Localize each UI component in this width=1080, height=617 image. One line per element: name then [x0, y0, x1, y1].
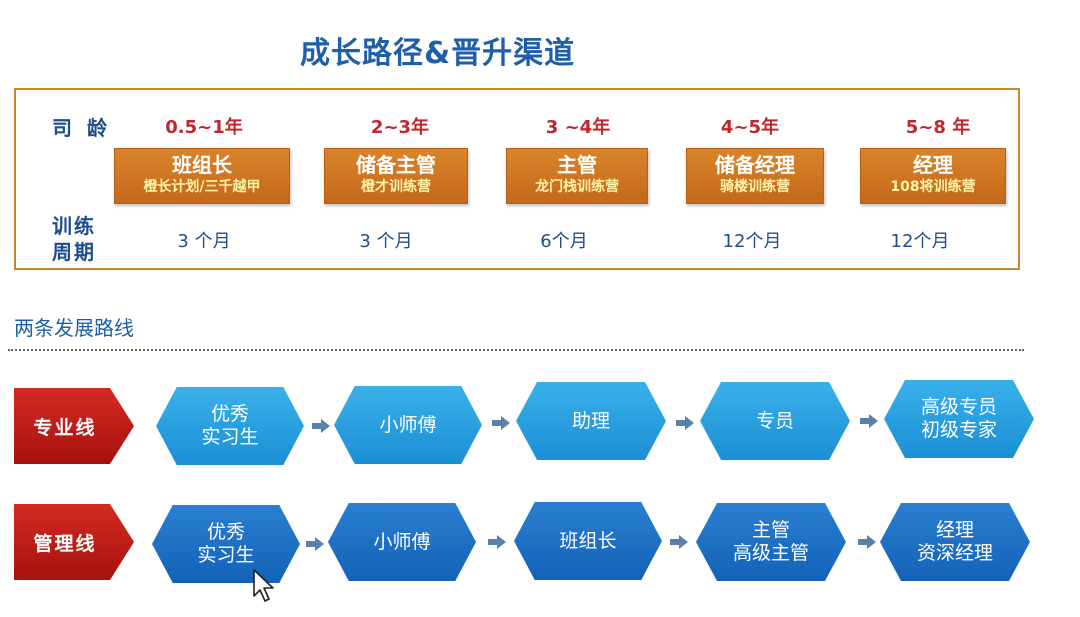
management-step-1-line1: 优秀 — [206, 521, 245, 543]
tenure-row-label: 司 龄 — [52, 116, 111, 140]
stage-3-role: 主管 — [557, 153, 597, 177]
management-line-label: 管理线 — [14, 504, 134, 580]
management-step-1-line2: 实习生 — [197, 544, 255, 566]
stage-4-period: 12个月 — [722, 231, 782, 252]
stage-4-role-box: 储备经理 骑楼训练营 — [686, 148, 824, 204]
section-divider — [8, 349, 1024, 351]
professional-step-2-line1: 小师傅 — [379, 413, 437, 436]
stage-3-period: 6个月 — [540, 231, 588, 252]
management-step-2: 小师傅 — [328, 503, 476, 581]
stage-2-role: 储备主管 — [356, 153, 436, 177]
arrow-right-icon — [676, 416, 694, 430]
stage-4-role: 储备经理 — [715, 153, 795, 177]
career-stage-panel — [14, 88, 1020, 270]
management-step-1: 优秀 实习生 — [152, 505, 300, 583]
stage-1-period: 3 个月 — [177, 231, 231, 252]
training-row-label-line1: 训练 — [52, 214, 96, 238]
management-step-3-line1: 班组长 — [559, 529, 617, 552]
arrow-right-icon — [492, 416, 510, 430]
arrow-right-icon — [670, 535, 688, 549]
training-row-label-line2: 周期 — [52, 240, 96, 264]
management-step-3: 班组长 — [514, 502, 662, 580]
stage-5-period: 12个月 — [890, 231, 950, 252]
professional-step-5: 高级专员 初级专家 — [884, 380, 1034, 458]
stage-3-tenure: 3 ~4年 — [545, 117, 611, 138]
arrow-right-icon — [860, 414, 878, 428]
stage-3-role-box: 主管 龙门栈训练营 — [506, 148, 648, 204]
management-step-2-line1: 小师傅 — [373, 530, 431, 553]
stage-2-program: 橙才训练营 — [361, 179, 431, 195]
management-step-4: 主管 高级主管 — [696, 503, 846, 581]
stage-5-tenure: 5~8 年 — [905, 117, 971, 138]
stage-1-tenure: 0.5~1年 — [165, 117, 243, 138]
professional-line-label: 专业线 — [14, 388, 134, 464]
arrow-right-icon — [312, 419, 330, 433]
arrow-right-icon — [306, 537, 324, 551]
stage-3-program: 龙门栈训练营 — [535, 179, 619, 195]
paths-section-title: 两条发展路线 — [14, 316, 134, 340]
management-step-4-line2: 高级主管 — [732, 542, 809, 564]
professional-step-5-line2: 初级专家 — [920, 419, 997, 441]
stage-2-tenure: 2~3年 — [370, 117, 430, 138]
arrow-right-icon — [858, 535, 876, 549]
professional-step-1-line1: 优秀 — [210, 403, 249, 425]
management-step-4-line1: 主管 — [751, 519, 790, 541]
professional-step-4-line1: 专员 — [755, 409, 794, 432]
mouse-cursor-icon — [253, 569, 274, 602]
stage-2-role-box: 储备主管 橙才训练营 — [324, 148, 468, 204]
stage-5-role: 经理 — [913, 153, 953, 177]
professional-step-3-line1: 助理 — [571, 409, 610, 432]
professional-step-1-line2: 实习生 — [201, 426, 259, 448]
professional-step-4: 专员 — [700, 382, 850, 460]
stage-1-role: 班组长 — [172, 153, 232, 177]
management-step-5-line1: 经理 — [935, 519, 974, 541]
stage-5-role-box: 经理 108将训练营 — [860, 148, 1006, 204]
professional-step-1: 优秀 实习生 — [156, 387, 304, 465]
page-title: 成长路径&晋升渠道 — [300, 36, 576, 71]
management-step-5-line2: 资深经理 — [916, 542, 993, 564]
professional-step-5-line1: 高级专员 — [920, 396, 997, 418]
management-step-5: 经理 资深经理 — [880, 503, 1030, 581]
stage-4-program: 骑楼训练营 — [720, 179, 790, 195]
stage-1-role-box: 班组长 橙长计划/三千越甲 — [114, 148, 290, 204]
stage-4-tenure: 4~5年 — [720, 117, 780, 138]
stage-2-period: 3 个月 — [359, 231, 413, 252]
professional-step-3: 助理 — [516, 382, 666, 460]
professional-step-2: 小师傅 — [334, 386, 482, 464]
arrow-right-icon — [488, 535, 506, 549]
stage-1-program: 橙长计划/三千越甲 — [143, 179, 261, 195]
stage-5-program: 108将训练营 — [890, 179, 976, 195]
